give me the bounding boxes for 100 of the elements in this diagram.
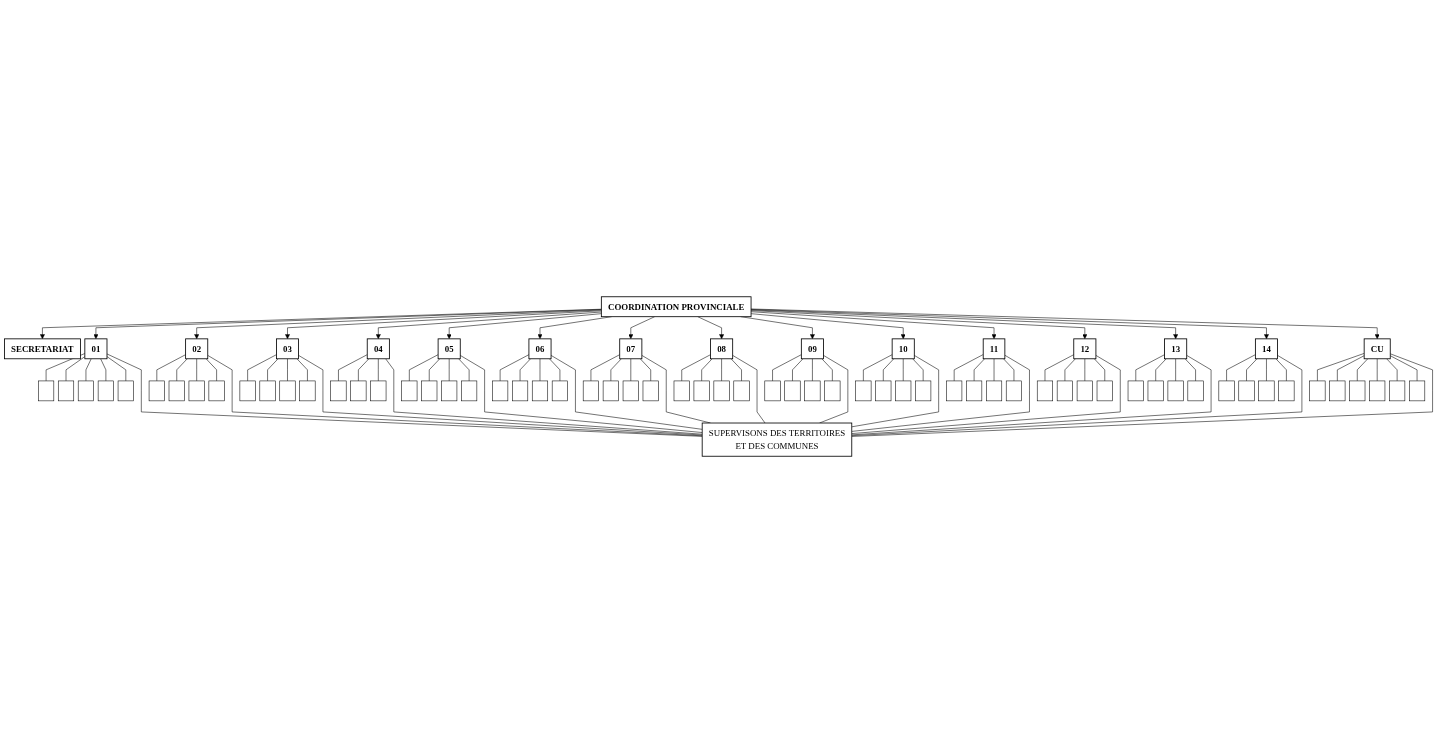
node-box bbox=[622, 380, 639, 402]
connector bbox=[701, 358, 713, 382]
connector bbox=[549, 358, 561, 382]
connector bbox=[1135, 354, 1165, 382]
node-box bbox=[824, 380, 841, 402]
node-box bbox=[1389, 380, 1406, 402]
connector bbox=[1184, 358, 1196, 382]
node-box bbox=[784, 380, 801, 402]
node-box bbox=[642, 380, 659, 402]
connector bbox=[106, 356, 127, 382]
node-box bbox=[350, 380, 367, 402]
node-box bbox=[693, 380, 710, 402]
connector bbox=[821, 358, 833, 382]
connector bbox=[1064, 358, 1076, 382]
node-box bbox=[38, 380, 55, 402]
node-box bbox=[97, 380, 114, 402]
node-box bbox=[401, 380, 418, 402]
node-box: 14 bbox=[1254, 338, 1278, 360]
connector bbox=[65, 356, 86, 382]
connector bbox=[1044, 354, 1075, 382]
connector bbox=[428, 358, 440, 382]
connector bbox=[851, 355, 1121, 434]
node-box bbox=[1409, 380, 1426, 402]
connector bbox=[1155, 358, 1167, 382]
node-box bbox=[1005, 380, 1022, 402]
connector bbox=[851, 355, 1303, 436]
node-box bbox=[512, 380, 529, 402]
connector bbox=[45, 353, 86, 382]
node-box: 01 bbox=[84, 338, 108, 360]
node-box bbox=[966, 380, 983, 402]
node-box bbox=[299, 380, 316, 402]
node-box bbox=[713, 380, 730, 402]
connector bbox=[338, 354, 368, 382]
connector bbox=[639, 358, 651, 382]
node-box bbox=[279, 380, 296, 402]
connector bbox=[519, 358, 531, 382]
node-box bbox=[1369, 380, 1386, 402]
node-box: CU bbox=[1363, 338, 1391, 360]
node-box bbox=[421, 380, 438, 402]
node-box bbox=[1036, 380, 1053, 402]
node-box bbox=[764, 380, 781, 402]
connector bbox=[851, 355, 939, 428]
node-box: SECRETARIAT bbox=[4, 338, 81, 360]
connector bbox=[1246, 358, 1258, 382]
connector bbox=[912, 358, 924, 382]
node-box: 11 bbox=[982, 338, 1006, 360]
connector bbox=[287, 358, 288, 382]
node-box bbox=[1329, 380, 1346, 402]
node-box bbox=[895, 380, 912, 402]
connector bbox=[1094, 358, 1106, 382]
node-box bbox=[208, 380, 225, 402]
node-box bbox=[259, 380, 276, 402]
connector bbox=[953, 354, 984, 382]
node-box bbox=[602, 380, 619, 402]
node-box bbox=[1278, 380, 1295, 402]
node-box bbox=[330, 380, 347, 402]
node-box bbox=[117, 380, 134, 402]
node-box bbox=[855, 380, 872, 402]
node-box bbox=[1147, 380, 1164, 402]
connector bbox=[176, 358, 188, 382]
node-box bbox=[1187, 380, 1204, 402]
node-box bbox=[461, 380, 478, 402]
node-box bbox=[1238, 380, 1255, 402]
connector bbox=[296, 358, 308, 382]
connector bbox=[819, 355, 849, 424]
node-box bbox=[370, 380, 387, 402]
connector bbox=[973, 358, 985, 382]
node-box: 08 bbox=[710, 338, 734, 360]
node-box bbox=[188, 380, 205, 402]
node-box bbox=[875, 380, 892, 402]
connector bbox=[610, 358, 622, 382]
node-box bbox=[1167, 380, 1184, 402]
connector bbox=[1337, 355, 1365, 382]
node-box: 04 bbox=[366, 338, 390, 360]
node-box bbox=[915, 380, 932, 402]
connector bbox=[590, 354, 620, 382]
node-box bbox=[441, 380, 458, 402]
connector bbox=[730, 358, 742, 382]
connector bbox=[156, 354, 186, 382]
connector bbox=[205, 358, 217, 382]
node-box: 06 bbox=[528, 338, 552, 360]
connector bbox=[298, 355, 703, 436]
connector bbox=[385, 358, 703, 435]
node-box: SUPERVISONS DES TERRITOIRES ET DES COMMUNES bbox=[701, 422, 853, 457]
node-box bbox=[946, 380, 963, 402]
connector bbox=[1003, 358, 1015, 382]
connector bbox=[499, 354, 530, 382]
node-box: 10 bbox=[891, 338, 915, 360]
node-box: 05 bbox=[437, 338, 461, 360]
connector bbox=[267, 358, 279, 382]
node-box bbox=[148, 380, 165, 402]
node-box bbox=[239, 380, 256, 402]
node-box bbox=[492, 380, 509, 402]
node-box bbox=[531, 380, 548, 402]
node-box bbox=[673, 380, 690, 402]
connector bbox=[792, 358, 804, 382]
node-box bbox=[1076, 380, 1093, 402]
node-box: 02 bbox=[185, 338, 209, 360]
node-box bbox=[58, 380, 75, 402]
node-box bbox=[1258, 380, 1275, 402]
